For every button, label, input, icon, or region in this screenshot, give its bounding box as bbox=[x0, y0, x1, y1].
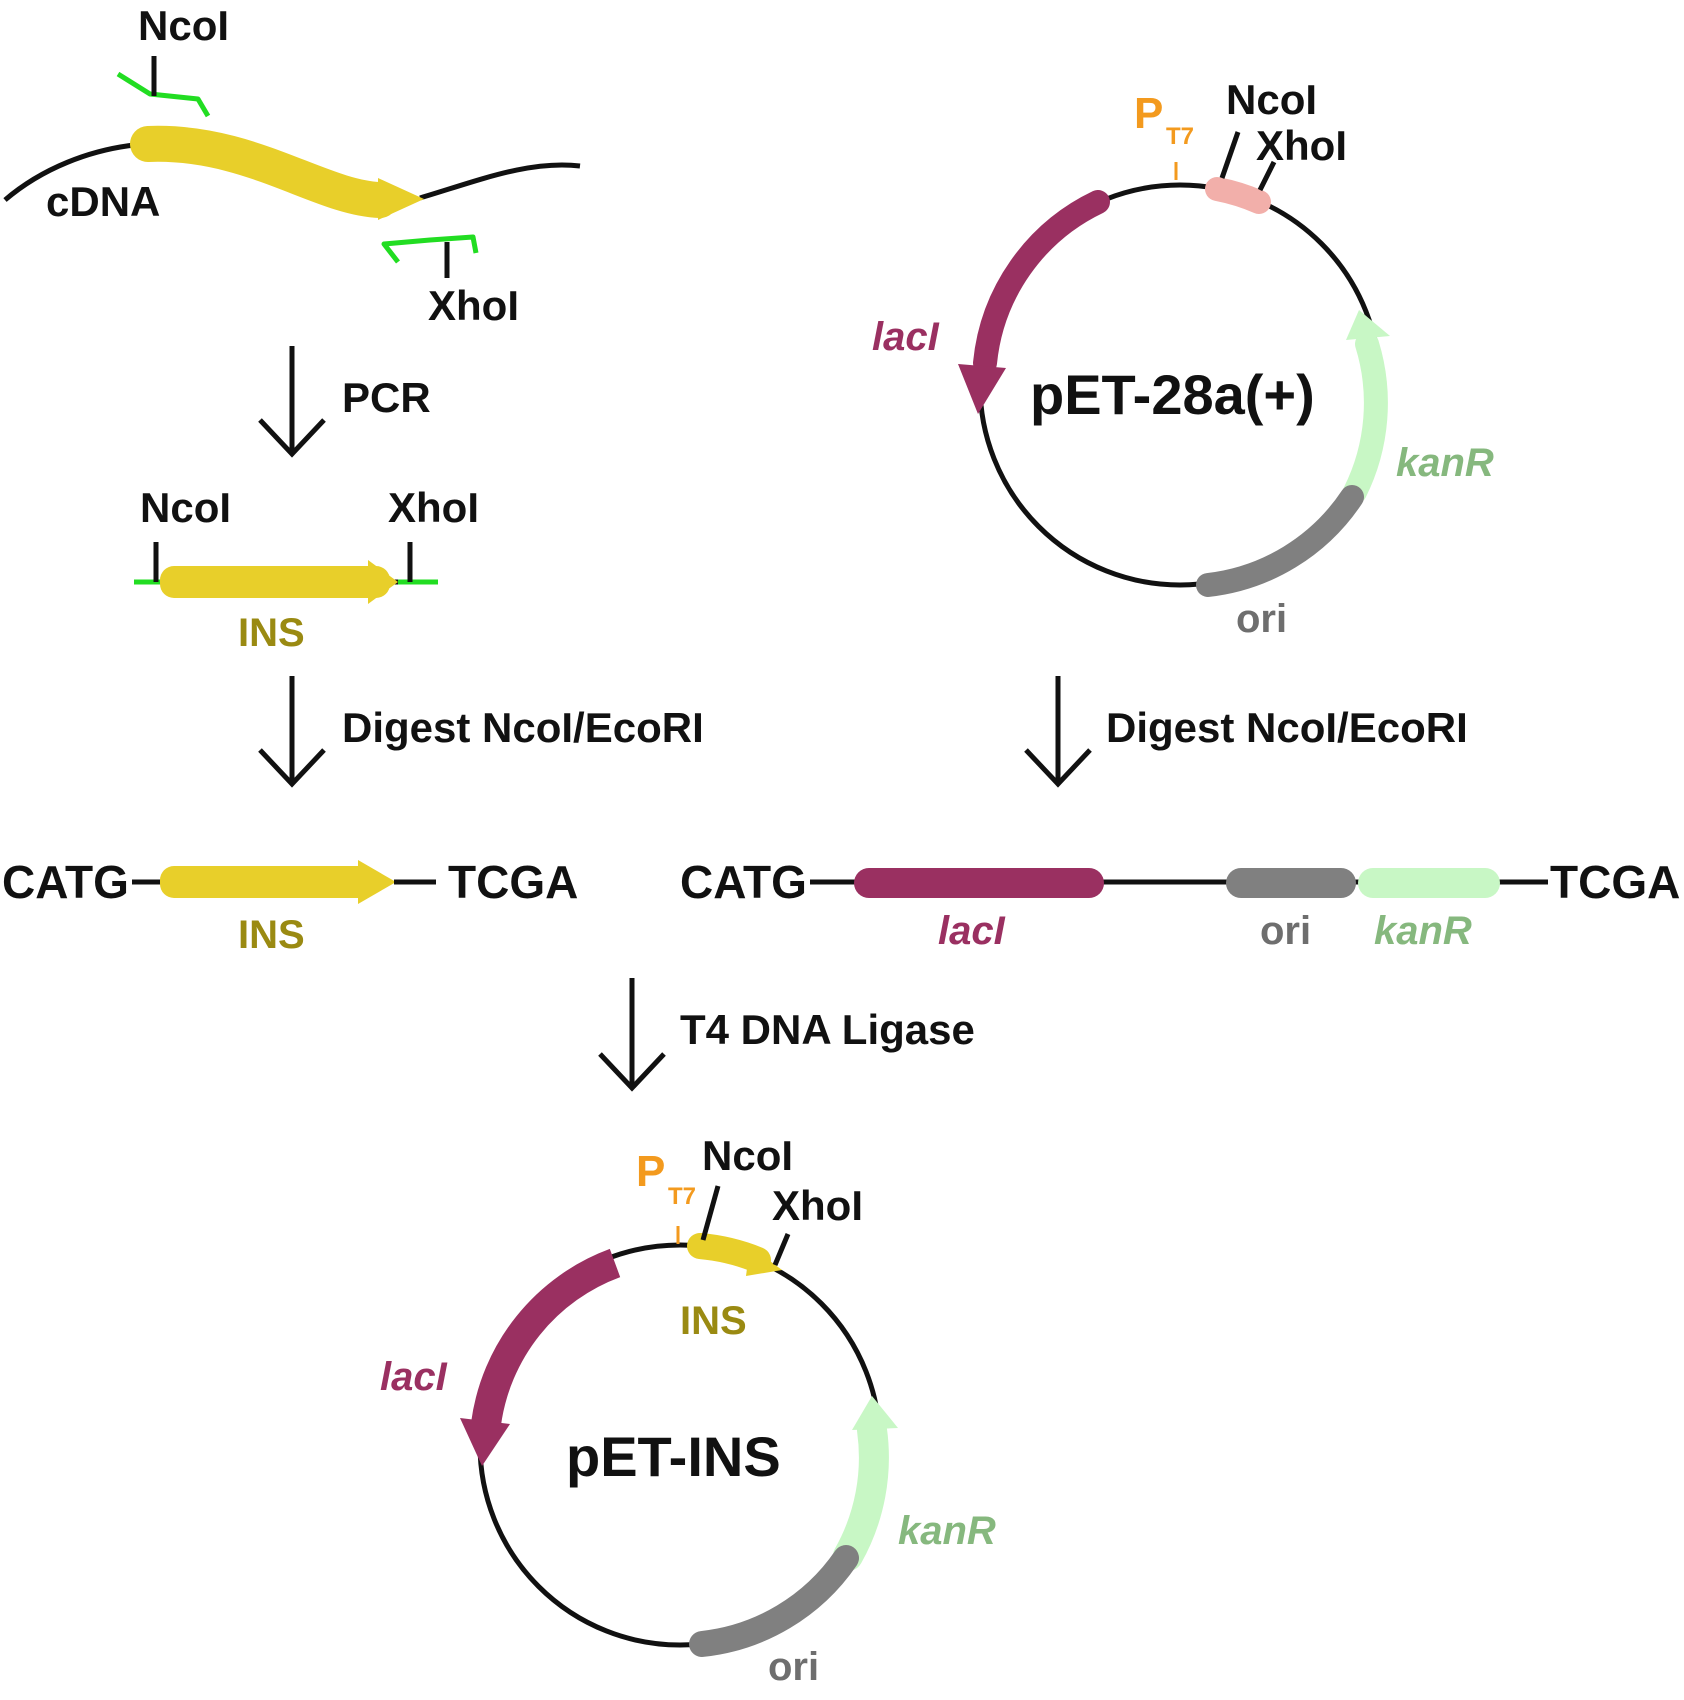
insert-arrowhead bbox=[358, 860, 396, 904]
pcr-xhoi-label: XhoI bbox=[388, 484, 479, 531]
product-xhoi-label: XhoI bbox=[772, 1182, 863, 1229]
cdna-strand bbox=[3, 141, 581, 202]
product-promoter-p: P bbox=[636, 1147, 665, 1196]
vector-ori-arc bbox=[1196, 485, 1364, 597]
product-ncoi-tick bbox=[700, 1185, 721, 1241]
linear-kanr-bar bbox=[1358, 868, 1500, 898]
product-kanr-label: kanR bbox=[898, 1509, 996, 1553]
linear-laci-bar bbox=[854, 868, 1104, 898]
product-ins-arrowhead bbox=[746, 1246, 782, 1276]
digest-right-arrowhead bbox=[1024, 748, 1092, 788]
xhoi-label: XhoI bbox=[428, 282, 519, 329]
vector-xhoi-tick bbox=[1257, 160, 1277, 192]
ligase-step: T4 DNA Ligase bbox=[598, 978, 975, 1092]
vector-mcs bbox=[1205, 177, 1271, 214]
linear-kanr-label: kanR bbox=[1374, 909, 1472, 953]
product-plasmid: P T7 NcoI XhoI INS lacI kanR ori pET-INS bbox=[380, 1132, 996, 1689]
vector-xhoi-label: XhoI bbox=[1256, 122, 1347, 169]
product-ori-label: ori bbox=[768, 1645, 819, 1689]
vector-plasmid: P T7 NcoI XhoI lacI kanR ori pET-28a(+) bbox=[872, 76, 1494, 641]
product-laci-label: lacI bbox=[380, 1355, 448, 1399]
ligase-arrowhead bbox=[598, 1052, 666, 1092]
vector-ncoi-label: NcoI bbox=[1226, 76, 1317, 123]
product-xhoi-tick bbox=[772, 1233, 791, 1266]
vector-kanr-arrowhead bbox=[1346, 310, 1390, 340]
product-laci-arrowhead bbox=[460, 1418, 510, 1466]
product-promoter-sub: T7 bbox=[668, 1183, 696, 1210]
ligase-label: T4 DNA Ligase bbox=[680, 1006, 975, 1053]
pcr-label: PCR bbox=[342, 374, 431, 421]
insert-right-overhang: TCGA bbox=[448, 856, 578, 908]
vector-ori-label: ori bbox=[1236, 597, 1287, 641]
pcr-product: NcoI XhoI INS bbox=[134, 484, 479, 655]
digest-left-step: Digest NcoI/EcoRI bbox=[258, 676, 704, 788]
product-kanr-arc bbox=[833, 1415, 889, 1571]
pcr-ins-label: INS bbox=[238, 611, 305, 655]
product-ins-label: INS bbox=[680, 1299, 747, 1343]
product-ncoi-label: NcoI bbox=[702, 1132, 793, 1179]
forward-primer bbox=[116, 71, 211, 118]
pcr-step: PCR bbox=[258, 346, 431, 458]
vector-promoter-p: P bbox=[1134, 89, 1163, 138]
vector-laci-label: lacI bbox=[872, 315, 940, 359]
pcr-ins-bar bbox=[160, 566, 390, 598]
pcr-ncoi-label: NcoI bbox=[140, 484, 231, 531]
vector-left-overhang: CATG bbox=[680, 856, 807, 908]
vector-right-overhang: TCGA bbox=[1550, 856, 1680, 908]
digest-left-label: Digest NcoI/EcoRI bbox=[342, 704, 704, 751]
product-kanr-arrowhead bbox=[852, 1396, 898, 1430]
linear-ori-bar bbox=[1226, 868, 1356, 898]
linear-laci-label: lacI bbox=[938, 909, 1006, 953]
vector-kanr-arc bbox=[1343, 332, 1388, 504]
reverse-primer bbox=[381, 234, 479, 264]
vector-promoter-sub: T7 bbox=[1166, 123, 1194, 150]
ncoi-label: NcoI bbox=[138, 2, 229, 49]
vector-kanr-label: kanR bbox=[1396, 441, 1494, 485]
cdna-insert-region bbox=[130, 125, 398, 218]
insert-ins-label: INS bbox=[238, 913, 305, 957]
product-name: pET-INS bbox=[566, 1425, 781, 1488]
vector-ncoi-tick bbox=[1219, 131, 1241, 179]
product-laci-arc bbox=[471, 1248, 621, 1427]
cdna-panel: NcoI cDNA XhoI bbox=[3, 2, 581, 329]
digest-right-step: Digest NcoI/EcoRI bbox=[1024, 676, 1468, 788]
digested-insert: CATG TCGA INS bbox=[2, 856, 578, 957]
digest-left-arrowhead bbox=[258, 748, 326, 788]
pcr-arrowhead bbox=[258, 418, 326, 458]
insert-left-overhang: CATG bbox=[2, 856, 129, 908]
cdna-insert-arrowhead bbox=[378, 178, 424, 220]
vector-laci-arrowhead bbox=[958, 364, 1006, 414]
linear-ori-label: ori bbox=[1260, 909, 1311, 953]
digested-vector: CATG TCGA lacI ori kanR bbox=[680, 856, 1680, 953]
product-ori-arc bbox=[689, 1545, 859, 1657]
insert-bar bbox=[160, 866, 372, 898]
digest-right-label: Digest NcoI/EcoRI bbox=[1106, 704, 1468, 751]
vector-name: pET-28a(+) bbox=[1030, 363, 1315, 426]
pcr-ins-arrowhead bbox=[368, 560, 398, 604]
vector-laci-arc bbox=[973, 190, 1110, 375]
cdna-label: cDNA bbox=[46, 178, 160, 225]
